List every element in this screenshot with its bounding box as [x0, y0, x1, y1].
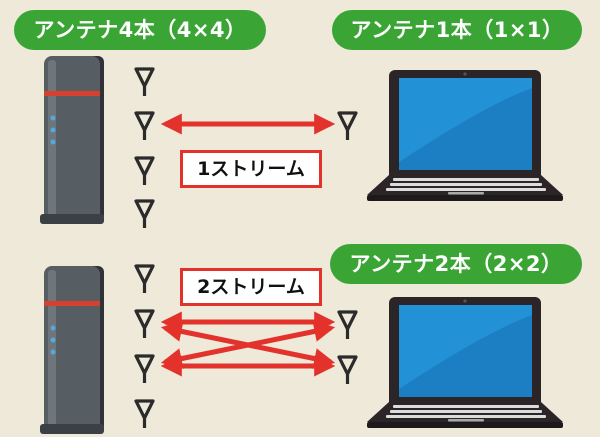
router-top-antennas [134, 67, 155, 230]
stream-arrows-bottom [160, 311, 336, 377]
stream-label-two: 2ストリーム [180, 268, 322, 306]
router-icon-bottom [40, 266, 104, 434]
router-icon-top [40, 56, 104, 224]
laptop-top-label: アンテナ1本（1×1） [332, 10, 582, 50]
laptop-bottom-antennas [337, 310, 358, 386]
router-top-label: アンテナ4本（4×4） [14, 10, 266, 50]
laptop-bottom-label: アンテナ2本（2×2） [330, 244, 582, 284]
laptop-icon-top [367, 70, 563, 201]
laptop-top-antenna [337, 111, 358, 142]
laptop-icon-bottom [367, 297, 563, 428]
router-bottom-antennas [134, 264, 155, 430]
stream-label-one: 1ストリーム [180, 150, 322, 188]
